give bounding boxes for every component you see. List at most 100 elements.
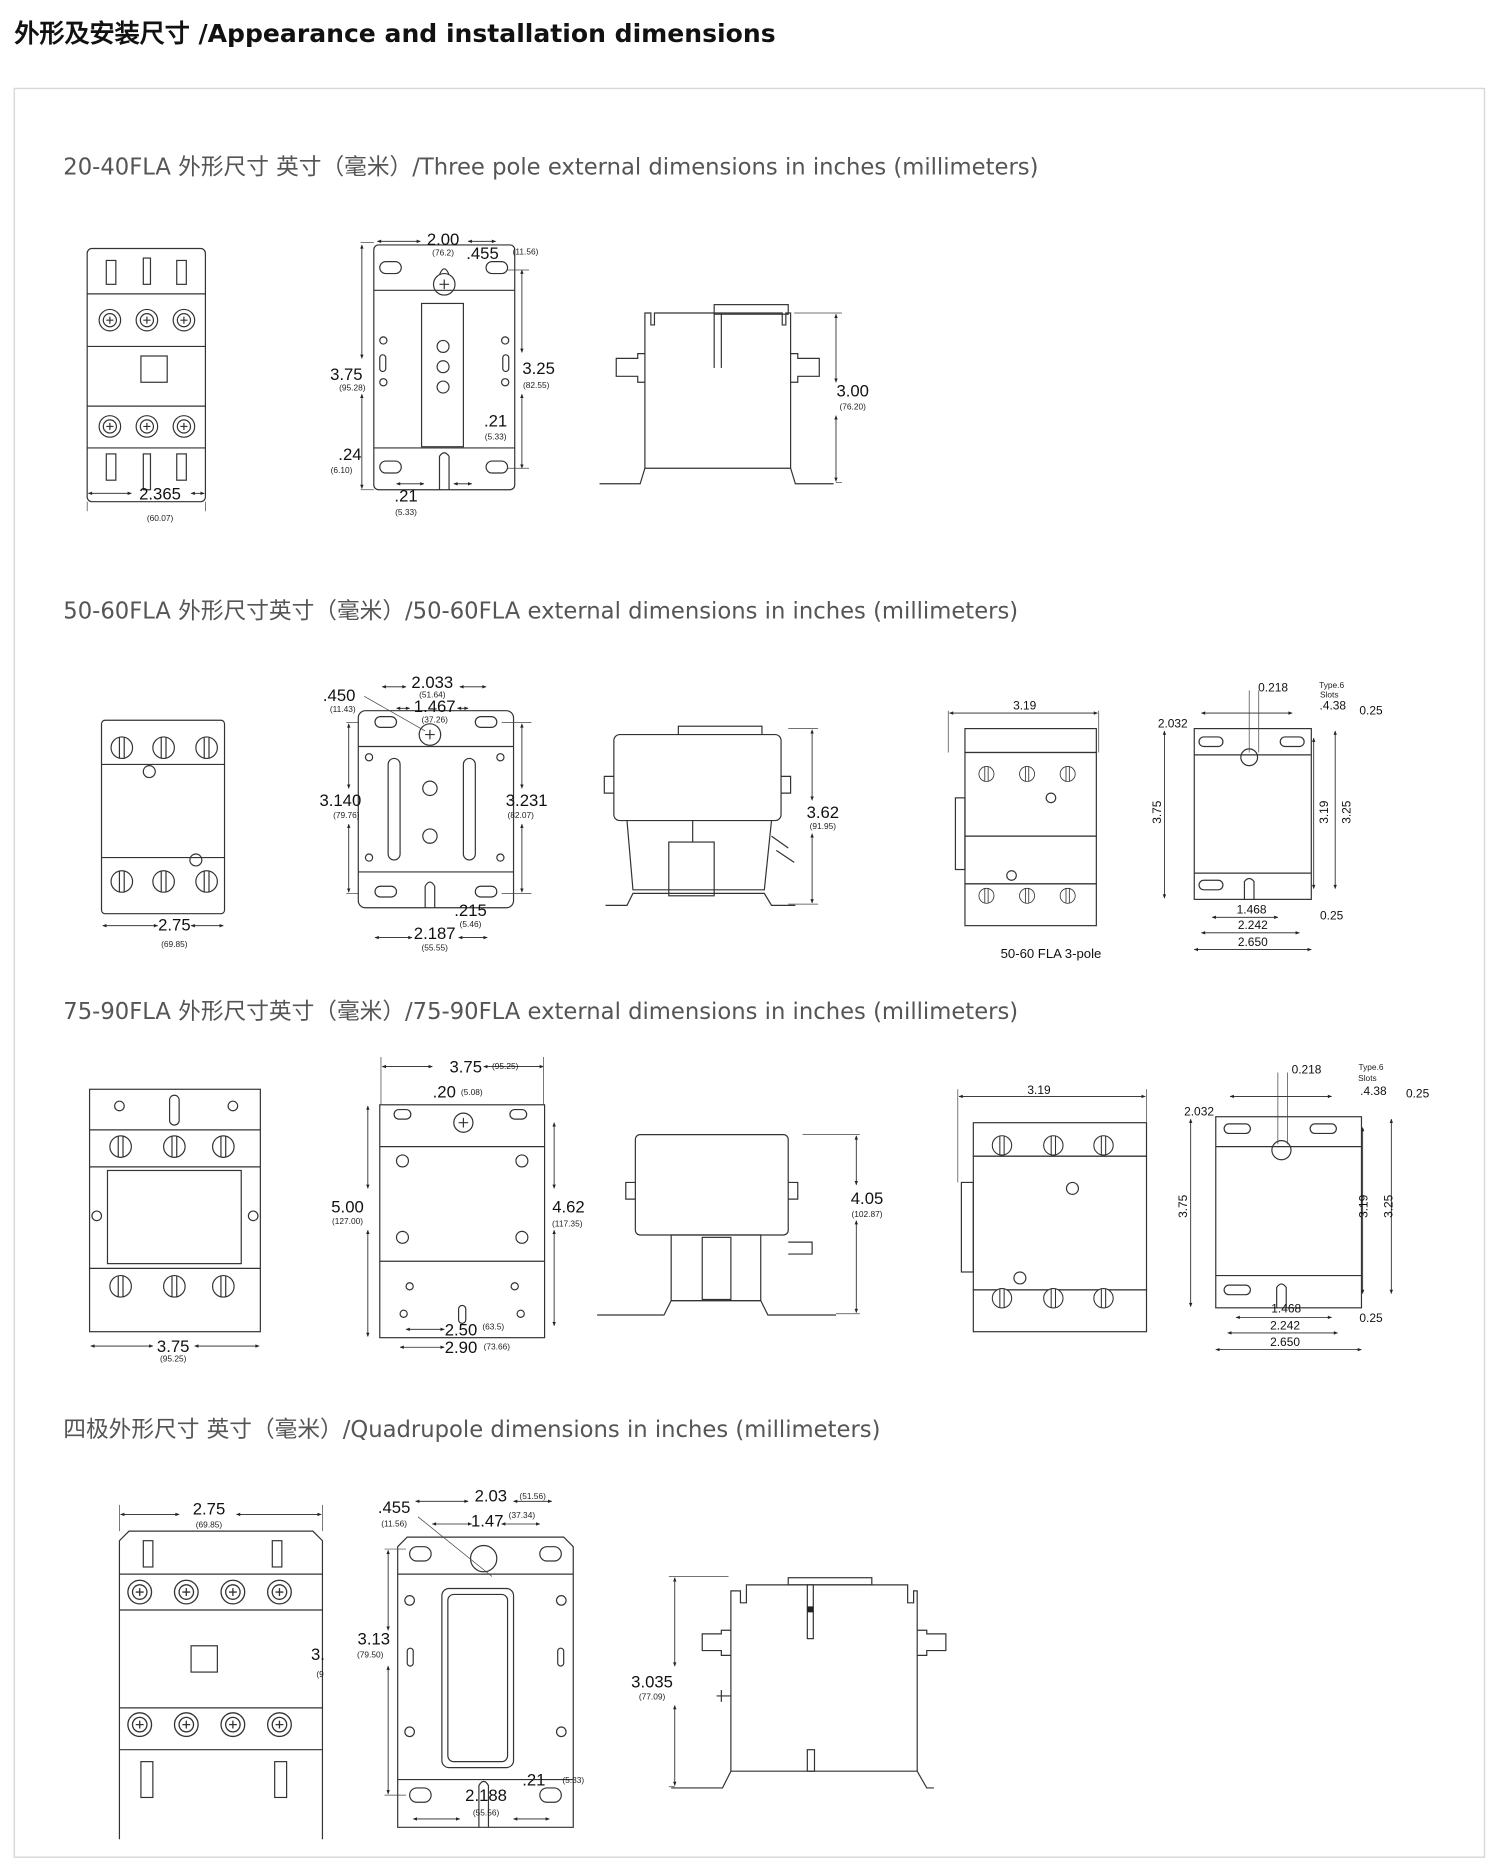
dim-label-mm: (5.08) — [461, 1087, 483, 1097]
side-view-drawing — [668, 1576, 947, 1789]
dim-label: 2.90 — [445, 1338, 478, 1357]
dim-label: .455 — [466, 244, 499, 263]
mounting-slots-drawing — [1189, 1072, 1393, 1352]
dim-label-mm: (5.46) — [460, 919, 482, 929]
dim-label: 3.19 — [1013, 698, 1037, 712]
dim-label-mm: (76.2) — [432, 248, 454, 258]
dim-label-mm: (51.64) — [419, 690, 446, 700]
dim-label-mm: (51.56) — [519, 1491, 546, 1501]
dim-label-mm: (11.56) — [513, 246, 539, 256]
dim-label-mm: (37.34) — [509, 1510, 536, 1520]
dim-label: 3.75 — [1176, 1194, 1190, 1218]
slot-note: Slots — [1320, 690, 1339, 700]
dim-label-mm: (76.20) — [839, 402, 866, 412]
dim-label: 3.75 — [157, 1337, 190, 1356]
drawing-caption: 50-60 FLA 3-pole — [1001, 946, 1102, 961]
front-view-3pole-drawing — [957, 1089, 1148, 1333]
slot-note: Type.6 — [1319, 680, 1344, 690]
dim-label: 3.75 — [1150, 800, 1164, 824]
dim-label-mm: (69.85) — [196, 1520, 223, 1530]
dim-label-mm: (95.25) — [160, 1354, 187, 1364]
dim-label: .20 — [433, 1083, 456, 1102]
dim-label: .450 — [323, 686, 356, 705]
dim-label: 4.62 — [552, 1197, 585, 1216]
dim-label-mm: (82.07) — [507, 810, 534, 820]
dim-label-mm: (95.25) — [492, 1061, 519, 1071]
dim-label: 2.00 — [427, 230, 460, 249]
dim-label: 5.00 — [331, 1197, 364, 1216]
dim-label: 0.218 — [1258, 681, 1288, 695]
dim-label: 2.033 — [411, 673, 453, 692]
slot-note: Slots — [1358, 1073, 1377, 1083]
dim-label: 3.19 — [1027, 1083, 1051, 1097]
dim-label-mm: (11.43) — [330, 704, 356, 714]
dim-label-mm: (55.55) — [421, 943, 448, 953]
dim-label: 2.650 — [1238, 935, 1268, 949]
section-quadrupole: 四极外形尺寸 英寸（毫米）/Quadrupole dimensions in i… — [63, 1417, 947, 1840]
dim-label: 3.75 — [330, 365, 363, 384]
mounting-plate-drawing — [360, 239, 530, 491]
dim-label-mm: (117.35) — [552, 1219, 583, 1229]
dim-label: 2.032 — [1184, 1105, 1214, 1119]
front-view-drawing — [86, 247, 207, 512]
mounting-slots-drawing — [1162, 690, 1337, 952]
dim-label-mm: (5.33) — [485, 432, 507, 442]
front-view-4pole-drawing — [118, 1504, 324, 1840]
dim-label-mm-clipped: (95.25) — [316, 1669, 343, 1679]
dim-label: 4.05 — [851, 1189, 884, 1208]
dim-label: 3.75 — [450, 1058, 483, 1077]
dim-label: 3.19 — [1317, 800, 1331, 824]
dim-label: 2.242 — [1270, 1318, 1300, 1332]
mounting-plate-drawing — [346, 685, 532, 940]
dim-label: 3.140 — [319, 791, 361, 810]
section-heading: 四极外形尺寸 英寸（毫米）/Quadrupole dimensions in i… — [63, 1417, 880, 1443]
dim-label: 2.032 — [1158, 716, 1188, 730]
dim-label-mm: (102.87) — [851, 1209, 882, 1219]
side-view-drawing — [599, 304, 842, 485]
dim-label: 0.218 — [1292, 1063, 1322, 1077]
dim-label-mm: (79.76) — [333, 810, 360, 820]
dim-label: 2.242 — [1238, 918, 1268, 932]
dim-label: 3.231 — [506, 791, 548, 810]
side-view-drawing — [597, 1134, 860, 1316]
dim-label-mm: (6.10) — [331, 465, 353, 475]
dim-label: 1.468 — [1271, 1302, 1301, 1316]
section-heading: 75-90FLA 外形尺寸英寸（毫米）/75-90FLA external di… — [63, 999, 1018, 1025]
section-50-60fla: 50-60FLA 外形尺寸英寸（毫米）/50-60FLA external di… — [63, 599, 1383, 961]
dim-label: 1.467 — [414, 697, 456, 716]
dim-label-mm: (73.66) — [484, 1342, 511, 1352]
front-view-3pole-drawing — [947, 710, 1100, 927]
dim-label-mm: (11.56) — [381, 1518, 407, 1528]
dim-label: 2.75 — [158, 915, 191, 934]
front-view-drawing — [88, 1088, 261, 1348]
dim-label: 3.62 — [807, 803, 840, 822]
front-view-drawing — [100, 719, 226, 928]
dim-label-mm: (95.28) — [339, 383, 366, 393]
content-frame — [13, 87, 1486, 1858]
dim-label: 1.468 — [1237, 903, 1267, 917]
dim-label-mm: (91.95) — [810, 821, 837, 831]
section-heading: 50-60FLA 外形尺寸英寸（毫米）/50-60FLA external di… — [63, 599, 1018, 625]
dim-label: .455 — [378, 1498, 411, 1517]
dim-label-mm: (37.26) — [421, 715, 448, 725]
dim-label-mm: (127.00) — [332, 1216, 363, 1226]
dim-label-mm: (63.5) — [482, 1321, 504, 1331]
mounting-plate-drawing — [366, 1057, 556, 1349]
dim-label: 2.75 — [193, 1499, 226, 1518]
section-20-40fla: 20-40FLA 外形尺寸 英寸（毫米）/Three pole external… — [63, 154, 1038, 522]
dim-label-mm: (5.33) — [395, 507, 417, 517]
dim-label: 3.25 — [1340, 800, 1354, 824]
dim-label: 0.25 — [1359, 1311, 1383, 1325]
dim-label-mm: (79.50) — [357, 1650, 384, 1660]
dim-label: 2.365 — [139, 484, 181, 503]
dim-label: .21 — [522, 1771, 545, 1790]
dim-label: 2.188 — [465, 1786, 507, 1805]
dim-label: 2.187 — [414, 924, 456, 943]
dim-label: .4.38 — [1360, 1084, 1387, 1098]
dim-label: 0.25 — [1320, 909, 1344, 923]
dim-label: 0.25 — [1406, 1087, 1430, 1101]
section-75-90fla: 75-90FLA 外形尺寸英寸（毫米）/75-90FLA external di… — [63, 999, 1429, 1364]
slot-note: Type.6 — [1358, 1062, 1383, 1072]
dim-label: 1.47 — [471, 1511, 504, 1530]
